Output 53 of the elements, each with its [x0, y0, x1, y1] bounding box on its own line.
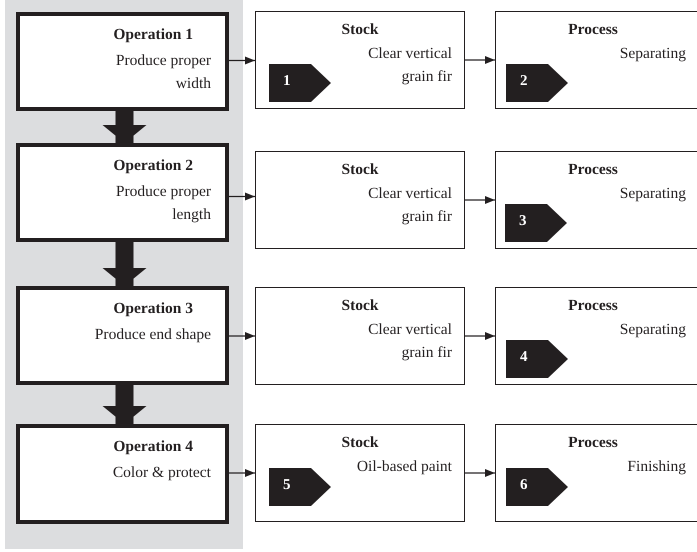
- box-heading: Process: [568, 161, 618, 178]
- arrow: [465, 56, 495, 64]
- step-number: 5: [283, 478, 290, 493]
- box-heading: Process: [568, 434, 618, 451]
- box-heading: Stock: [341, 21, 379, 38]
- box-description: Produce proper width: [114, 51, 211, 94]
- stock-box: [255, 287, 465, 385]
- box-heading: Operation 2: [113, 157, 193, 174]
- box-description: Separating: [618, 44, 686, 64]
- process-box: [495, 424, 697, 522]
- arrow: [465, 332, 495, 340]
- arrow: [229, 192, 255, 200]
- operation-box: [16, 12, 229, 111]
- arrow: [229, 469, 255, 477]
- arrow: [229, 56, 255, 64]
- stock-box: [255, 11, 465, 109]
- block-arrow: [102, 385, 146, 424]
- step-number: 1: [283, 74, 290, 89]
- box-heading: Process: [568, 21, 618, 38]
- box-description: Clear vertical grain fir: [367, 184, 452, 228]
- stock-box: [255, 151, 465, 249]
- arrow: [465, 196, 495, 204]
- operation-box: [16, 143, 229, 242]
- box-description: Oil-based paint: [356, 457, 452, 477]
- box-description: Clear vertical grain fir: [367, 44, 452, 88]
- step-number: 3: [519, 214, 526, 229]
- box-description: Separating: [618, 320, 686, 340]
- box-heading: Process: [568, 297, 618, 314]
- box-description: Produce proper length: [114, 182, 211, 226]
- stock-box: [255, 424, 465, 522]
- operation-box: [16, 424, 229, 524]
- box-heading: Stock: [341, 297, 379, 314]
- step-number: 2: [520, 74, 528, 89]
- box-heading: Stock: [341, 434, 379, 451]
- block-arrow: [102, 111, 146, 143]
- operation-box: [16, 286, 229, 385]
- box-description: Produce end shape: [94, 325, 211, 345]
- box-heading: Stock: [341, 161, 379, 178]
- step-number: 6: [520, 478, 528, 493]
- box-heading: Operation 3: [113, 300, 193, 317]
- box-heading: Operation 4: [113, 438, 193, 455]
- box-heading: Operation 1: [113, 26, 193, 43]
- process-box: [495, 151, 697, 249]
- box-description: Clear vertical grain fir: [367, 320, 452, 364]
- box-description: Finishing: [626, 457, 686, 477]
- process-box: [495, 11, 697, 109]
- process-box: [495, 287, 697, 385]
- box-description: Separating: [618, 184, 686, 204]
- arrow: [465, 469, 495, 477]
- arrow: [229, 332, 255, 340]
- step-number: 4: [520, 350, 528, 365]
- box-description: Color & protect: [112, 463, 211, 483]
- block-arrow: [102, 242, 146, 286]
